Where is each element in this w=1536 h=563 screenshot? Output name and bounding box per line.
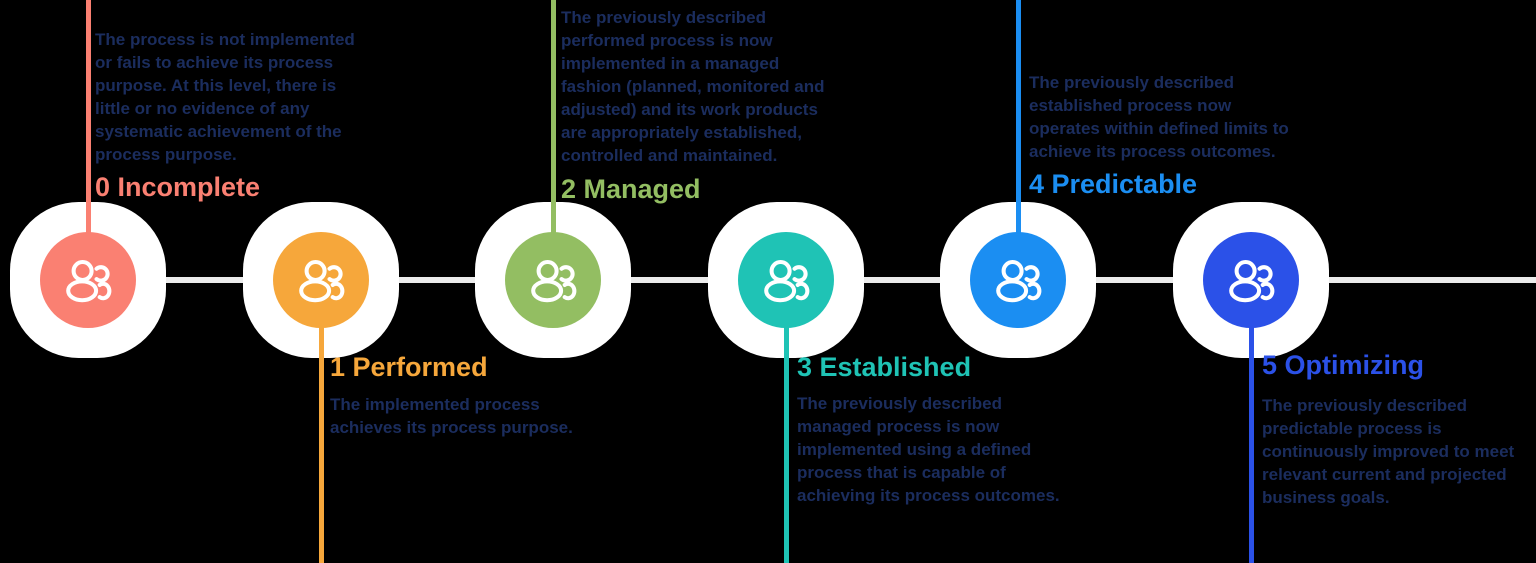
people-icon	[764, 259, 810, 303]
people-icon	[531, 259, 577, 303]
stage-label: 3 Established	[797, 352, 972, 382]
stage-connector-line	[783, 320, 789, 563]
stage-connector-line	[550, 0, 556, 243]
stage-label: 0 Incomplete	[95, 172, 261, 202]
stage-node-circle	[1203, 232, 1299, 328]
stage-node-circle	[505, 232, 601, 328]
stage-connector-line	[1248, 320, 1254, 563]
stage-label: 2 Managed	[561, 174, 701, 204]
stage-connector-line	[85, 0, 91, 243]
people-icon	[996, 259, 1042, 303]
stage-connector-line	[1015, 0, 1021, 243]
stage-description: The previously described predictable pro…	[1262, 396, 1515, 507]
people-icon	[66, 259, 112, 303]
stage-node-circle	[970, 232, 1066, 328]
stage-label: 1 Performed	[330, 352, 488, 382]
stage-description: The previously described performed proce…	[561, 8, 825, 165]
stage-description: The process is not implemented or fails …	[95, 30, 355, 164]
stage-node-circle	[40, 232, 136, 328]
stage-description: The previously described managed process…	[797, 394, 1060, 505]
stage-node-circle	[273, 232, 369, 328]
people-icon	[1229, 259, 1275, 303]
stage-node-circle	[738, 232, 834, 328]
stage-description: The implemented process achieves its pro…	[330, 395, 573, 437]
stage-description: The previously described established pro…	[1029, 73, 1289, 161]
stage-connector-line	[318, 320, 324, 563]
stage-label: 5 Optimizing	[1262, 350, 1424, 380]
stage-label: 4 Predictable	[1029, 169, 1198, 199]
people-icon	[299, 259, 345, 303]
